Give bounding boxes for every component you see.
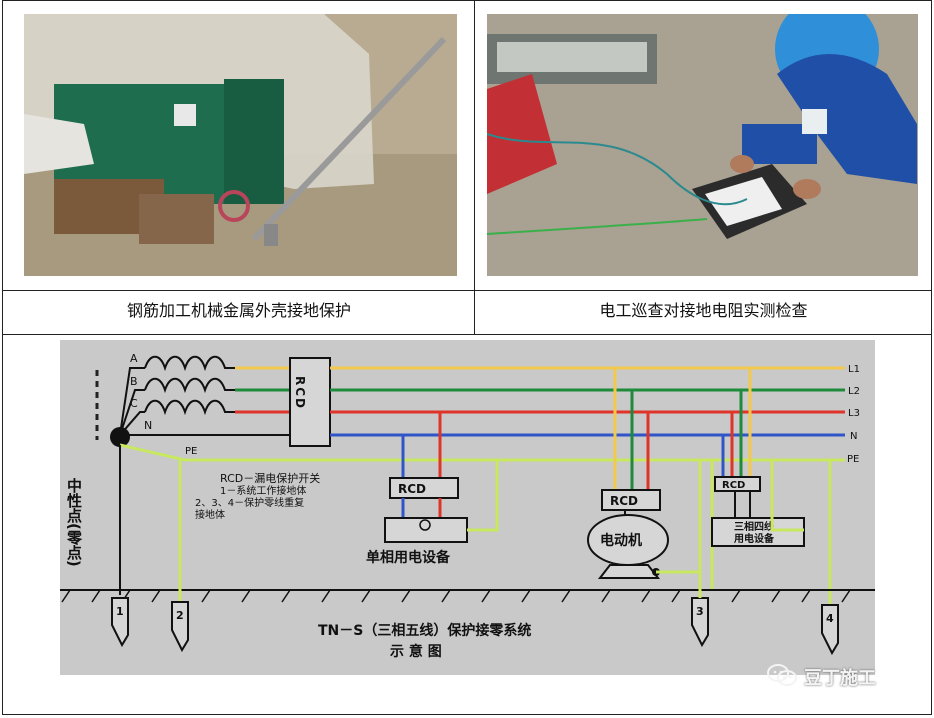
phase-label-a: A bbox=[130, 352, 138, 365]
single-phase-rcd-label: RCD bbox=[398, 482, 426, 496]
table-column-divider bbox=[474, 0, 475, 335]
legend-line-4: 接地体 bbox=[195, 508, 225, 521]
caption-right: 电工巡查对接地电阻实测检查 bbox=[599, 301, 808, 320]
photo-electrician-resistance-test bbox=[487, 14, 918, 276]
legend-line-2: 1－系统工作接地体 bbox=[220, 484, 306, 497]
table-border-bottom bbox=[2, 714, 932, 715]
line-label-l2: L2 bbox=[848, 386, 860, 397]
table-border-top bbox=[2, 0, 932, 1]
line-label-n: N bbox=[850, 431, 857, 442]
neutral-point-node bbox=[110, 427, 130, 447]
watermark-text: 豆丁施工 bbox=[804, 668, 876, 689]
single-phase-device-label: 单相用电设备 bbox=[366, 549, 451, 566]
ground-electrode-1: 1 bbox=[111, 597, 129, 648]
diagram-subtitle: 示 意 图 bbox=[390, 643, 442, 660]
legend-line-1: RCD－漏电保护开关 bbox=[220, 471, 320, 485]
single-phase-device-box bbox=[384, 517, 468, 543]
diagram-title: TN－S（三相五线）保护接零系统 bbox=[318, 622, 531, 639]
motor-label: 电动机 bbox=[600, 532, 642, 549]
legend-line-3: 2、3、4－保护零线重复 bbox=[195, 496, 304, 509]
motor-rcd-label: RCD bbox=[610, 494, 638, 508]
phase-label-b: B bbox=[130, 375, 138, 388]
svg-text:3: 3 bbox=[696, 605, 704, 618]
line-label-l1: L1 bbox=[848, 364, 860, 375]
tn-s-system-diagram: A B C N RCD bbox=[60, 340, 875, 675]
neutral-point-label: 中性点(零点) bbox=[65, 477, 83, 567]
table-border-left bbox=[2, 0, 3, 715]
watermark: 豆丁施工 bbox=[766, 664, 876, 690]
transformer-coils bbox=[144, 355, 235, 416]
wechat-icon bbox=[766, 663, 798, 691]
three-phase-device-box bbox=[711, 517, 805, 547]
three-phase-device-label-2: 用电设备 bbox=[733, 532, 775, 545]
three-phase-rcd-label: RCD bbox=[722, 480, 745, 491]
caption-left: 钢筋加工机械金属外壳接地保护 bbox=[126, 301, 351, 320]
single-phase-rcd-box bbox=[389, 477, 459, 499]
phase-label-c: C bbox=[130, 397, 138, 410]
three-phase-rcd-box bbox=[714, 476, 761, 492]
pe-label: PE bbox=[185, 446, 197, 457]
svg-text:2: 2 bbox=[176, 609, 184, 622]
ground-electrode-4: 4 bbox=[821, 604, 839, 656]
line-label-l3: L3 bbox=[848, 408, 860, 419]
three-phase-device-label-1: 三相四线 bbox=[734, 520, 774, 533]
svg-text:1: 1 bbox=[116, 605, 124, 618]
ground-electrode-3: 3 bbox=[691, 597, 709, 648]
svg-text:4: 4 bbox=[826, 612, 834, 625]
phase-label-n: N bbox=[144, 419, 152, 432]
table-row-divider-2 bbox=[2, 334, 932, 335]
main-rcd-box bbox=[289, 357, 331, 447]
photo-rebar-machine-grounding bbox=[24, 14, 457, 276]
main-rcd-label: RCD bbox=[293, 376, 307, 410]
ground-electrode-2: 2 bbox=[171, 601, 189, 653]
table-border-right bbox=[931, 0, 932, 715]
line-label-pe: PE bbox=[847, 454, 859, 465]
motor-rcd-box bbox=[601, 489, 661, 511]
table-row-divider-1 bbox=[2, 290, 932, 291]
